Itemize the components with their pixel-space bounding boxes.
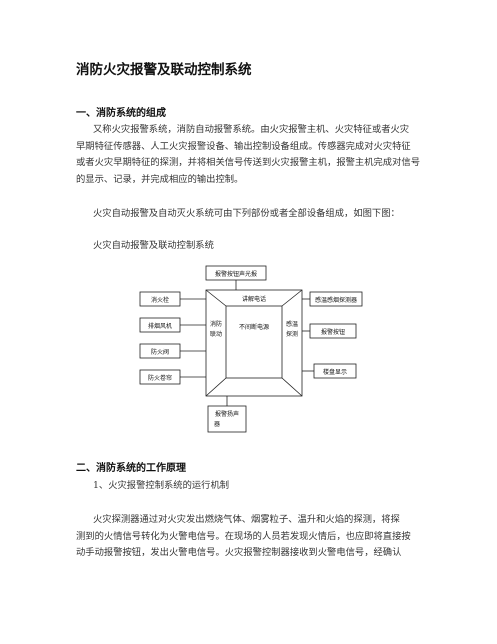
left-box-label: 防火卷帘 (148, 374, 172, 382)
left-box-label: 排烟风机 (148, 322, 172, 330)
paragraph-line: 火灾自动报警及自动灭火系统可由下列部份或者全部设备组成，如图下图： (93, 208, 400, 219)
left-box-label: 防火阀 (151, 348, 169, 356)
paragraph-line: 动手动报警按钮，发出火警电信号。火灾报警控制器接收到火警电信号，经确认 (76, 547, 402, 558)
paragraph-line: 的显示、记录，并完成相应的输出控制。 (76, 173, 244, 185)
paragraph-line: 早期特征传感器、人工火灾报警设备、输出控制设备组成。传感器完成对火灾特征 (76, 140, 411, 152)
right-box-label: 报警按钮 (321, 328, 345, 336)
document-title: 消防火灾报警及联动控制系统 (76, 62, 252, 78)
center-label: 不间断电源 (239, 323, 269, 331)
section-heading-1: 一、消防系统的组成 (76, 108, 166, 119)
figure-caption: 火灾自动报警及联动控制系统 (93, 240, 214, 251)
left-trapezoid-label: 消防 (210, 320, 222, 328)
bottom-box-label: 报警扬声 (215, 410, 239, 418)
box-bottom (207, 405, 247, 433)
paragraph-line: 测到的火情信号转化为火警电信号。在现场的人员若发现火情后，也应即将直接按 (76, 530, 411, 542)
right-box-label: 楼盘显示 (323, 368, 347, 376)
right-box-label: 感温感烟探测器 (315, 296, 357, 304)
left-trapezoid-label: 联动 (210, 330, 222, 338)
paragraph-line: 或者火灾早期特征的探测，并将相关信号传送到火灾报警主机，报警主机完成对信号 (76, 157, 420, 168)
top-box-label: 报警按钮声光报 (215, 270, 257, 278)
top-trapezoid-label: 讲解电话 (242, 295, 266, 303)
section-heading-2: 二、消防系统的工作原理 (76, 463, 186, 474)
main-inner-rect (225, 305, 283, 379)
left-box-label: 消火栓 (151, 296, 169, 304)
right-trapezoid-label: 感温 (286, 320, 298, 328)
fire-alarm-system-diagram: 报警按钮声光报 消火栓 排烟风机 防火阀 防火卷帘 感温感烟探测器 报警按钮 楼… (139, 265, 363, 433)
bottom-box-label: 器 (214, 421, 220, 428)
main-outer-rect (205, 289, 303, 397)
subsection-heading: 1、火灾报警控制系统的运行机制 (93, 480, 230, 491)
paragraph-line: 又称火灾报警系统，消防自动报警系统。由火灾报警主机、火灾特征或者火灾 (93, 124, 410, 135)
paragraph-line: 火灾探测器通过对火灾发出燃烧气体、烟雾粒子、温升和火焰的探测，将探 (93, 514, 400, 525)
right-trapezoid-label: 探测 (286, 330, 298, 338)
